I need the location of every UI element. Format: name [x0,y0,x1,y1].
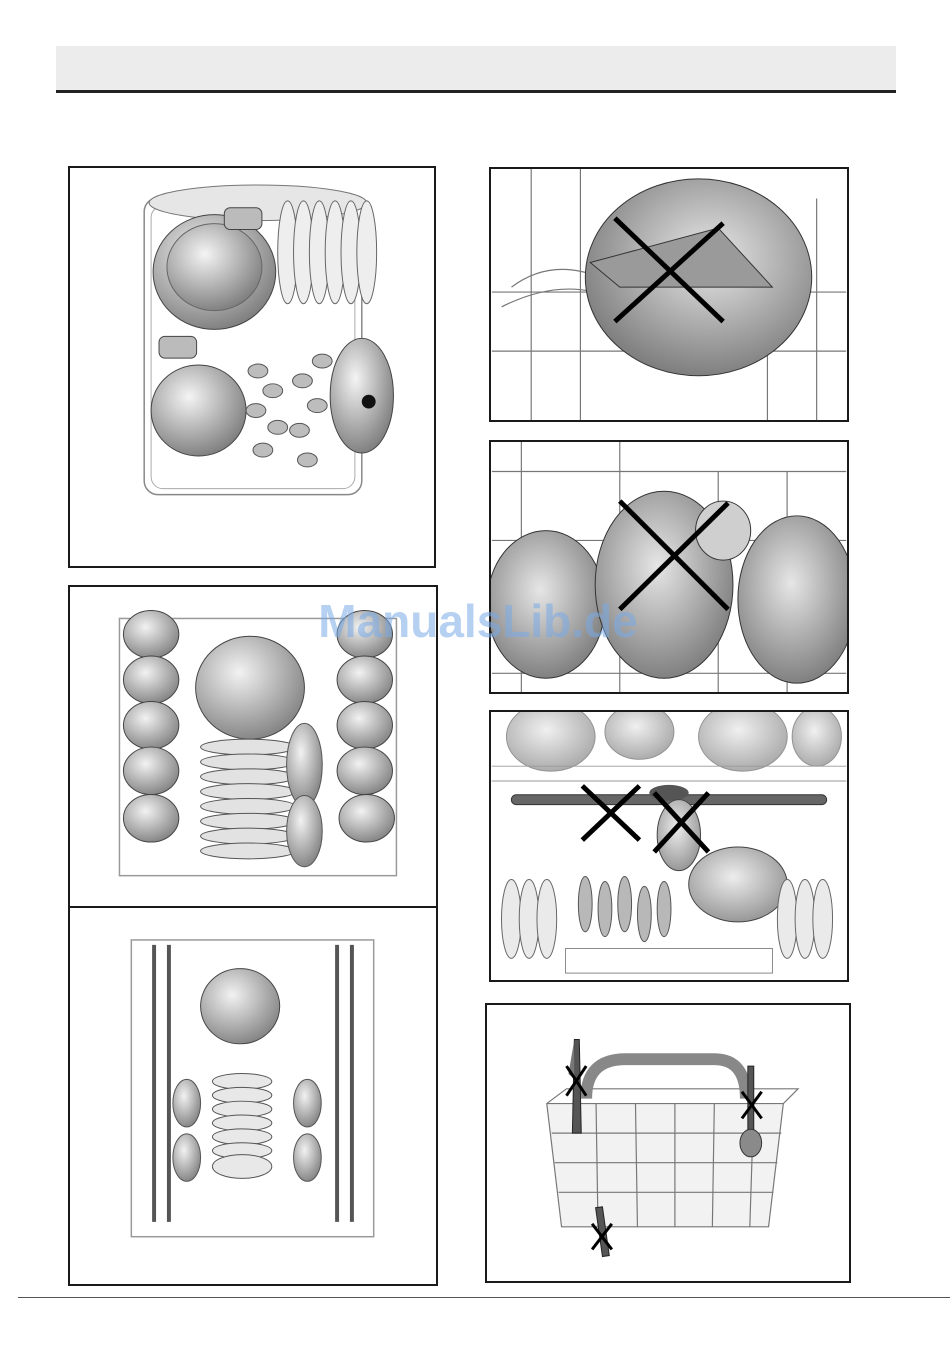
watermark: ManualsLib.de [288,594,668,648]
figure-upper-rack-wrong-bowl [489,167,849,422]
wrong-loading-cross-icon [491,712,847,980]
figure-spray-arm-blocked [489,710,849,982]
dishwasher-rack-cups-icon [70,587,436,1284]
dishwasher-rack-pots-icon [70,168,434,566]
header-rule [56,90,896,93]
footer-rule [18,1297,950,1298]
cutlery-basket-icon [487,1005,849,1281]
figure-rack-wrong-bowls [489,440,849,694]
header-bar [56,46,896,90]
figure-upper-rack-pots [68,166,436,568]
figure-lower-racks [68,585,438,1286]
figure-divider [68,906,437,908]
wrong-loading-cross-icon [491,442,847,692]
wrong-loading-cross-icon [491,169,847,420]
figure-cutlery-basket [485,1003,851,1283]
